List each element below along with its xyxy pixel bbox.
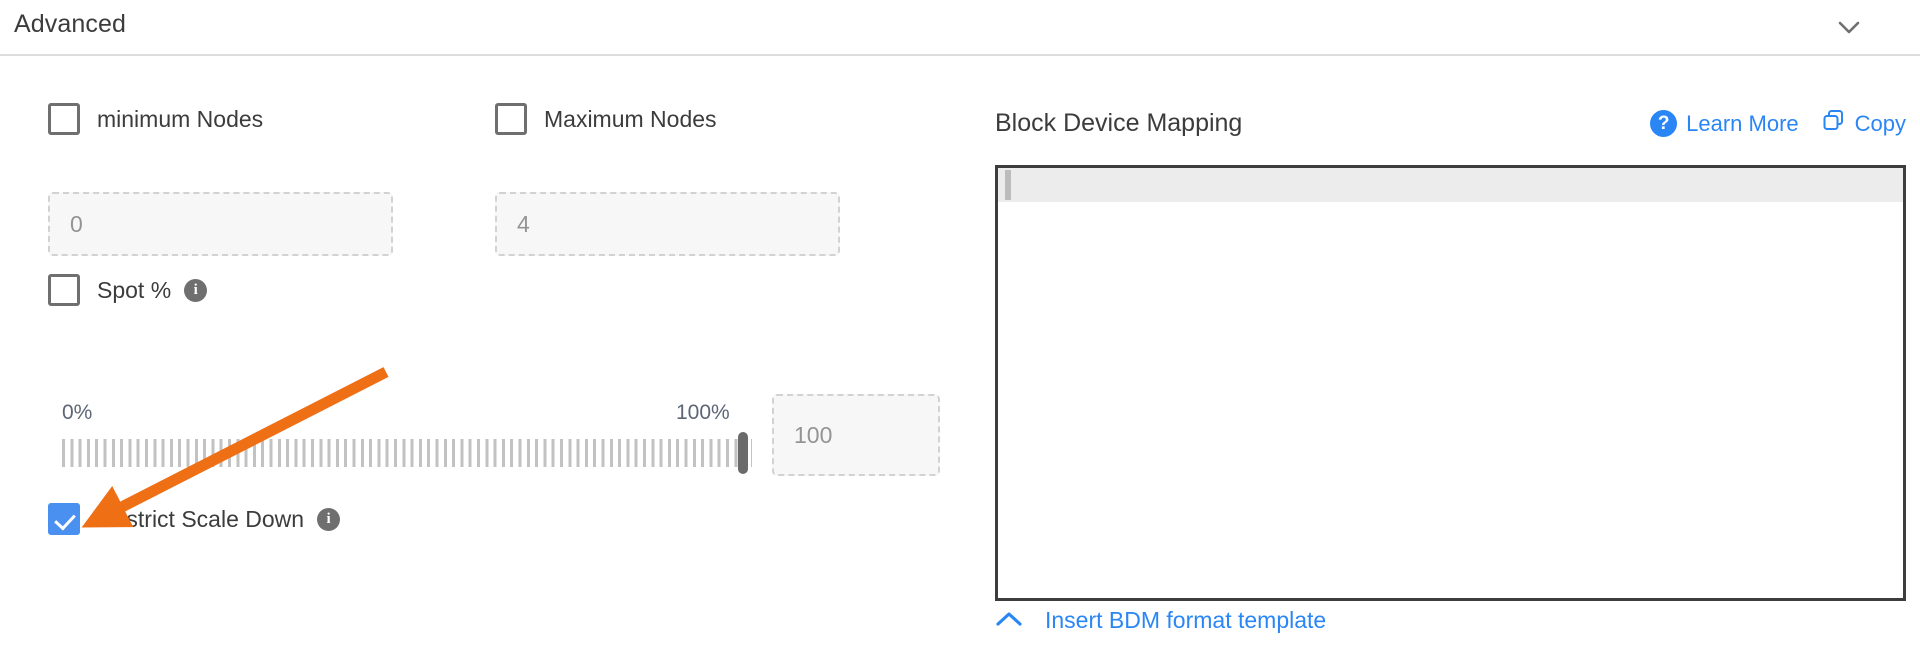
copy-label: Copy — [1854, 110, 1906, 136]
maximum-nodes-label: Maximum Nodes — [544, 105, 717, 132]
slider-max-label: 100% — [676, 401, 730, 424]
insert-bdm-template-label: Insert BDM format template — [1045, 607, 1327, 633]
block-device-mapping-editor[interactable] — [995, 165, 1906, 601]
info-icon[interactable]: i — [184, 278, 208, 302]
block-device-mapping-title: Block Device Mapping — [995, 109, 1243, 137]
restrict-scale-down-label: Restrict Scale Down — [97, 505, 305, 532]
copy-button[interactable]: Copy — [1821, 108, 1906, 139]
spot-percent-label: Spot % — [97, 276, 172, 303]
spot-percent-slider-group: 0% 100% — [62, 401, 762, 481]
block-device-mapping-column: Block Device Mapping ? Learn More Copy — [995, 56, 1920, 656]
maximum-nodes-input[interactable]: 4 — [495, 192, 840, 256]
editor-cursor — [1005, 170, 1011, 200]
info-icon[interactable]: i — [317, 507, 341, 531]
chevron-up-icon — [995, 607, 1023, 634]
learn-more-link[interactable]: ? Learn More — [1650, 110, 1799, 137]
spot-percent-row: Spot % i — [48, 273, 208, 307]
restrict-scale-down-checkbox[interactable] — [48, 503, 80, 535]
panel-header: Advanced — [0, 0, 1920, 54]
slider-min-label: 0% — [62, 401, 93, 424]
maximum-nodes-row: Maximum Nodes — [495, 102, 717, 136]
question-mark-icon: ? — [1650, 110, 1678, 137]
page-title: Advanced — [14, 10, 126, 38]
restrict-scale-down-row: Restrict Scale Down i — [48, 502, 341, 536]
editor-active-line — [998, 168, 1903, 202]
spot-percent-value-input[interactable]: 100 — [772, 394, 940, 476]
scaling-options-column: minimum Nodes 0 Maximum Nodes 4 Spot % i… — [0, 56, 960, 656]
spot-percent-slider[interactable] — [62, 439, 752, 467]
minimum-nodes-row: minimum Nodes — [48, 102, 263, 136]
chevron-down-icon[interactable] — [1834, 12, 1864, 42]
minimum-nodes-label: minimum Nodes — [97, 105, 264, 132]
insert-bdm-template-link[interactable]: Insert BDM format template — [995, 607, 1326, 634]
spot-percent-checkbox[interactable] — [48, 274, 80, 306]
copy-icon — [1821, 108, 1846, 139]
block-device-mapping-actions: ? Learn More Copy — [1650, 108, 1906, 139]
learn-more-label: Learn More — [1686, 110, 1799, 136]
slider-thumb[interactable] — [738, 432, 748, 474]
header-divider — [0, 54, 1920, 56]
minimum-nodes-input[interactable]: 0 — [48, 192, 393, 256]
maximum-nodes-checkbox[interactable] — [495, 103, 527, 135]
minimum-nodes-checkbox[interactable] — [48, 103, 80, 135]
